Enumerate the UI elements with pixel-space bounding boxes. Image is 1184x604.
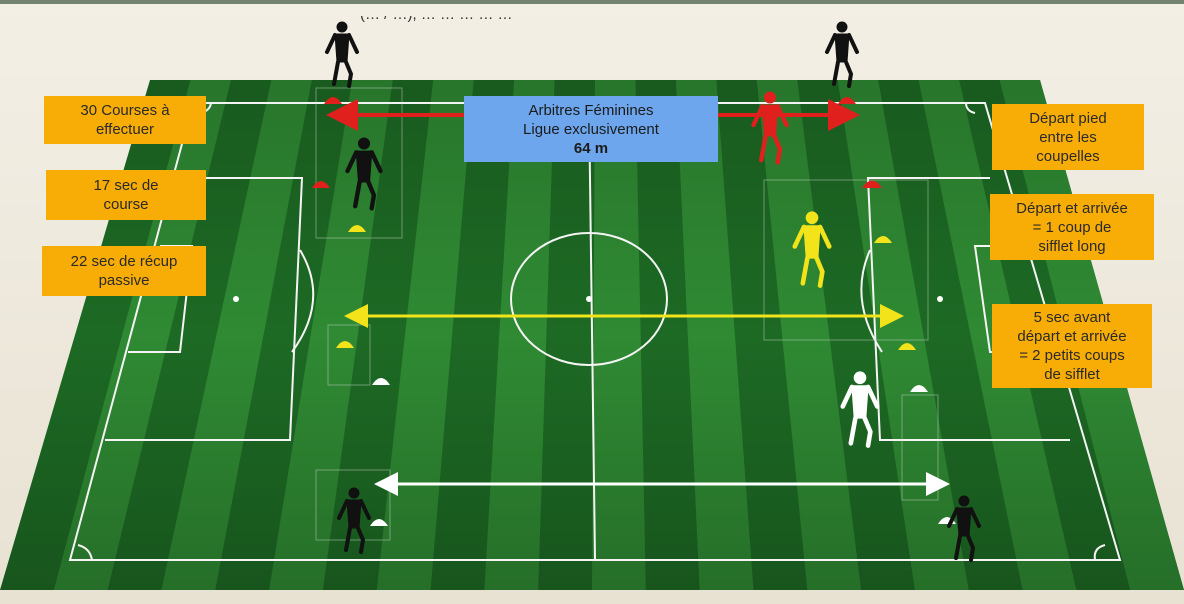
label-courses: 30 Courses à effectuer [44,96,206,144]
label-short-whistles-line1: 5 sec avant [1034,308,1111,327]
label-course-time-line1: 17 sec de [93,176,158,195]
label-short-whistles-line3: = 2 petits coups [1019,346,1124,365]
label-short-whistles: 5 sec avant départ et arrivée = 2 petits… [992,304,1152,388]
label-long-whistle-line3: sifflet long [1038,237,1105,256]
distance-label-line2: Ligue exclusivement [523,120,659,139]
distance-label-line1: Arbitres Féminines [528,101,653,120]
label-courses-line1: 30 Courses à [80,101,169,120]
label-courses-line2: effectuer [96,120,154,139]
label-course-time: 17 sec de course [46,170,206,220]
label-recovery-line1: 22 sec de récup [71,252,178,271]
label-start-position-line3: coupelles [1036,147,1099,166]
label-recovery: 22 sec de récup passive [42,246,206,296]
label-short-whistles-line2: départ et arrivée [1017,327,1126,346]
label-course-time-line2: course [103,195,148,214]
label-start-position-line1: Départ pied [1029,109,1107,128]
label-long-whistle-line2: = 1 coup de [1033,218,1112,237]
distance-label: Arbitres Féminines Ligue exclusivement 6… [464,96,718,162]
distance-value: 64 m [574,139,608,158]
label-long-whistle-line1: Départ et arrivée [1016,199,1128,218]
label-start-position: Départ pied entre les coupelles [992,104,1144,170]
top-border [0,0,1184,4]
label-start-position-line2: entre les [1039,128,1097,147]
label-short-whistles-line4: de sifflet [1044,365,1100,384]
label-recovery-line2: passive [99,271,150,290]
label-long-whistle: Départ et arrivée = 1 coup de sifflet lo… [990,194,1154,260]
